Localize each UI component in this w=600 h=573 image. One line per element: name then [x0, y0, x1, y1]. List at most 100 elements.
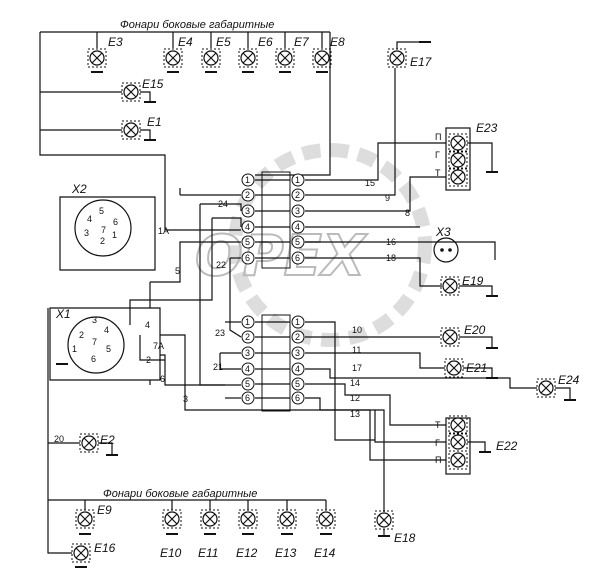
terminal-block-lower: 1 2 3 4 5 6 1 2 3 4 5 6 [241, 314, 305, 412]
svg-text:6: 6 [160, 374, 165, 384]
svg-text:3: 3 [245, 206, 250, 216]
svg-text:E19: E19 [462, 274, 484, 288]
svg-text:1А: 1А [158, 226, 169, 236]
lamp-E19: E19 [440, 274, 499, 297]
svg-text:E8: E8 [330, 35, 345, 49]
svg-text:П: П [435, 455, 441, 465]
lamp-E16: E16 [71, 541, 116, 568]
svg-text:5: 5 [295, 379, 300, 389]
svg-text:1: 1 [295, 317, 300, 327]
svg-text:E10: E10 [160, 546, 182, 560]
svg-text:4: 4 [295, 364, 300, 374]
terminal-block-upper: 1 2 3 4 5 6 1 2 3 4 5 6 [241, 171, 305, 269]
svg-text:E5: E5 [216, 35, 231, 49]
svg-text:E22: E22 [496, 439, 518, 453]
svg-text:6: 6 [245, 253, 250, 263]
lamp-E1: E1 [121, 115, 162, 141]
lamp-E13: E13 [275, 509, 297, 560]
heading-bottom: Фонари боковые габаритные [103, 488, 257, 500]
svg-text:E9: E9 [97, 503, 112, 517]
svg-text:8: 8 [405, 208, 410, 218]
connector-X2: X2 5 4 6 7 3 1 2 [59, 182, 156, 271]
lamp-E6: E6 [238, 35, 273, 73]
svg-text:2: 2 [245, 190, 250, 200]
svg-text:Т: Т [435, 420, 441, 430]
internal-wires [129, 188, 370, 411]
svg-text:Г: Г [435, 438, 440, 448]
svg-text:5: 5 [106, 344, 111, 354]
svg-text:П: П [435, 132, 441, 142]
svg-text:2: 2 [295, 190, 300, 200]
lamp-E7: E7 [275, 35, 310, 73]
svg-text:E20: E20 [464, 323, 486, 337]
svg-text:5: 5 [175, 266, 180, 276]
svg-text:9: 9 [385, 193, 390, 203]
svg-text:E3: E3 [108, 35, 123, 49]
watermark: OPEX [194, 143, 432, 347]
lamp-E12: E12 [236, 509, 258, 560]
svg-text:3: 3 [295, 206, 300, 216]
top-bus-wires [39, 31, 331, 230]
svg-text:E2: E2 [100, 433, 115, 447]
lamp-E18: E18 [374, 510, 416, 545]
svg-text:X3: X3 [435, 225, 451, 239]
svg-text:4: 4 [145, 320, 150, 330]
svg-text:17: 17 [352, 363, 362, 373]
svg-text:E14: E14 [314, 546, 336, 560]
svg-text:E7: E7 [294, 35, 310, 49]
right-wires-upper [305, 68, 496, 287]
svg-text:1: 1 [245, 317, 250, 327]
svg-text:6: 6 [245, 393, 250, 403]
lamp-E5: E5 [201, 35, 231, 73]
svg-text:E16: E16 [94, 541, 116, 555]
socket-E23: П Г Т E23 [435, 121, 499, 191]
svg-text:4: 4 [245, 364, 250, 374]
svg-text:2: 2 [146, 355, 151, 365]
svg-text:6: 6 [91, 354, 96, 364]
svg-text:3: 3 [295, 348, 300, 358]
svg-text:X2: X2 [71, 182, 87, 196]
heading-top: Фонари боковые габаритные [120, 19, 274, 31]
svg-text:2: 2 [245, 332, 250, 342]
svg-text:E24: E24 [558, 373, 580, 387]
svg-text:21: 21 [213, 362, 223, 372]
svg-text:22: 22 [216, 260, 226, 270]
svg-text:4: 4 [295, 222, 300, 232]
svg-text:24: 24 [218, 199, 228, 209]
lamp-E21: E21 [444, 358, 499, 379]
svg-text:E13: E13 [275, 546, 297, 560]
svg-text:3: 3 [84, 228, 89, 238]
lamp-E8: E8 [312, 35, 345, 73]
svg-text:15: 15 [365, 178, 375, 188]
svg-text:12: 12 [350, 393, 360, 403]
lamp-E2: E2 [79, 433, 119, 456]
svg-text:E4: E4 [178, 35, 193, 49]
svg-text:2: 2 [100, 236, 105, 246]
lamp-E24: E24 [536, 373, 580, 401]
svg-text:1: 1 [245, 175, 250, 185]
svg-text:23: 23 [215, 328, 225, 338]
svg-text:OPEX: OPEX [195, 224, 368, 289]
svg-text:E17: E17 [410, 55, 433, 69]
svg-text:5: 5 [245, 379, 250, 389]
svg-text:6: 6 [113, 217, 118, 227]
svg-text:10: 10 [352, 325, 362, 335]
svg-text:1: 1 [112, 230, 117, 240]
lamp-E4: E4 [163, 35, 193, 73]
svg-text:3: 3 [245, 348, 250, 358]
svg-text:1: 1 [295, 175, 300, 185]
svg-text:3: 3 [183, 394, 188, 404]
connector-X3: X3 [433, 225, 459, 263]
lamp-E9: E9 [75, 503, 112, 535]
svg-text:18: 18 [386, 253, 396, 263]
svg-text:Т: Т [435, 168, 441, 178]
svg-text:E1: E1 [147, 115, 162, 129]
svg-text:13: 13 [350, 409, 360, 419]
svg-text:X1: X1 [55, 307, 71, 321]
svg-text:E15: E15 [142, 77, 164, 91]
svg-text:4: 4 [87, 214, 92, 224]
lamp-E14: E14 [314, 509, 336, 560]
svg-text:4: 4 [104, 325, 109, 335]
svg-text:5: 5 [245, 237, 250, 247]
